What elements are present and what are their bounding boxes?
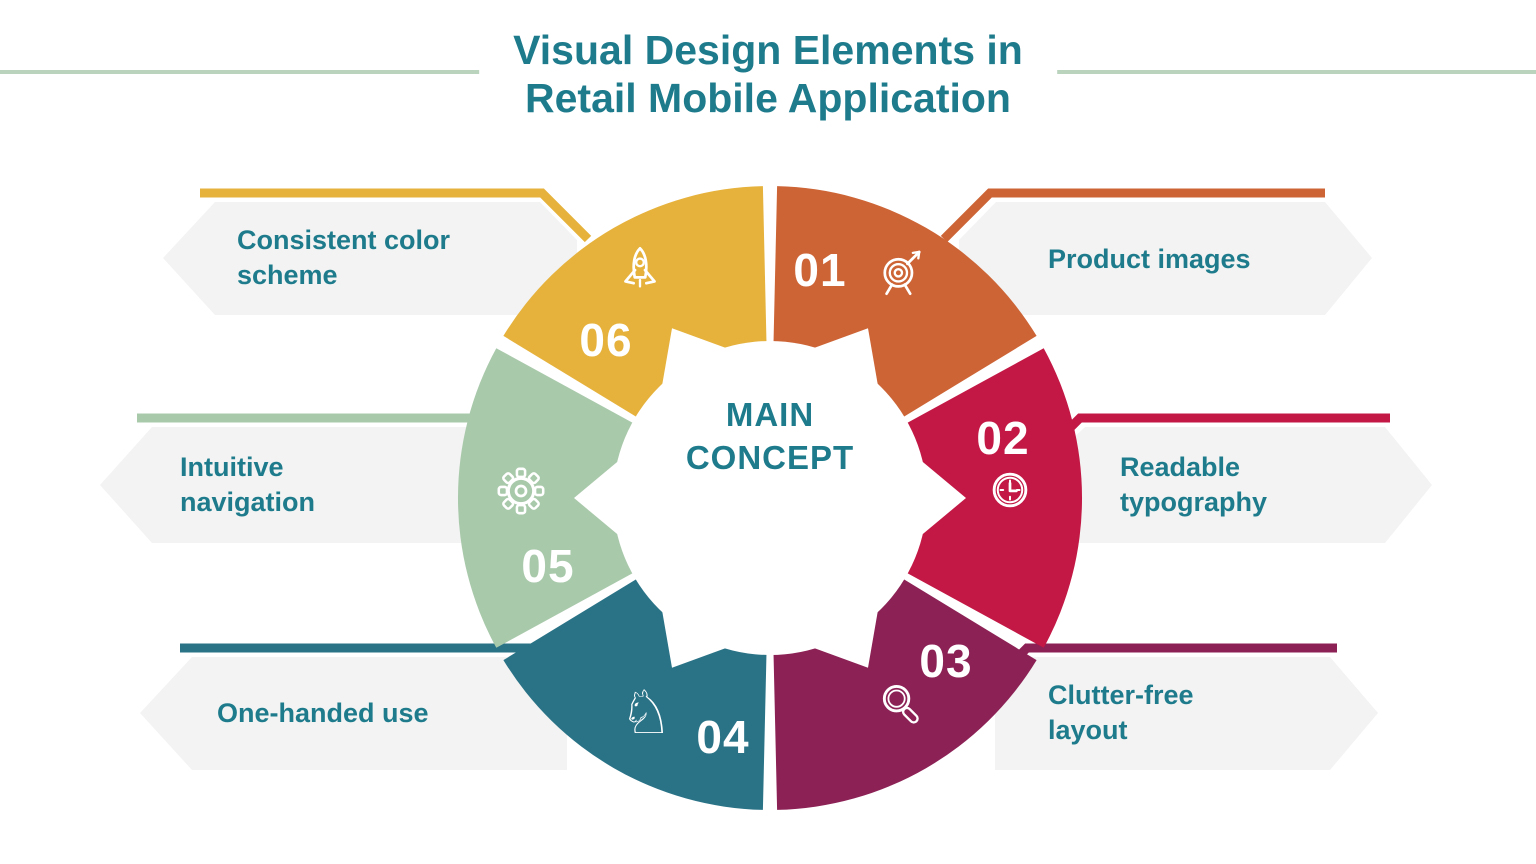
banner-product-images bbox=[959, 202, 1372, 315]
starburst-point-01 bbox=[803, 328, 880, 396]
label-product-images: Product images bbox=[1048, 244, 1251, 274]
target-icon bbox=[873, 242, 931, 300]
wheel-segment-05 bbox=[457, 348, 642, 648]
banner-accent-line-01 bbox=[940, 188, 1325, 243]
starburst-point-03 bbox=[803, 600, 880, 668]
banner-intuitive-navigation bbox=[100, 427, 533, 543]
starburst-point-02 bbox=[913, 454, 966, 542]
segment-number-01: 01 bbox=[793, 244, 847, 296]
page-title-line2: Retail Mobile Application bbox=[525, 75, 1011, 122]
segment-number-04: 04 bbox=[696, 711, 750, 763]
page-title-line1: Visual Design Elements in bbox=[513, 27, 1023, 73]
wheel-segment-02 bbox=[898, 348, 1083, 648]
label-consistent-color-scheme: Consistent color scheme bbox=[237, 225, 451, 290]
segment-number-03: 03 bbox=[919, 635, 973, 687]
page-title: Visual Design Elements in Retail Mobile … bbox=[479, 26, 1057, 123]
banner-one-handed-use bbox=[140, 657, 567, 770]
banners bbox=[100, 188, 1432, 770]
knight-icon: ♘ bbox=[619, 678, 673, 748]
label-clutter-free-layout: Clutter-free layout bbox=[1048, 680, 1194, 745]
gear-icon bbox=[492, 462, 550, 520]
banner-consistent-color-scheme bbox=[163, 202, 577, 315]
main-concept-line2: CONCEPT bbox=[685, 439, 855, 476]
label-readable-typography: Readable typography bbox=[1120, 452, 1268, 517]
banner-readable-typography bbox=[1048, 427, 1432, 543]
starburst-point-04 bbox=[660, 600, 737, 668]
clock-icon bbox=[981, 461, 1039, 519]
center-circle bbox=[613, 341, 927, 655]
starburst-point-06 bbox=[660, 328, 737, 396]
magnifier-icon bbox=[873, 676, 931, 734]
main-concept-label: MAIN CONCEPT bbox=[686, 394, 854, 480]
starburst-point-05 bbox=[574, 454, 627, 542]
banner-accent-line-06 bbox=[200, 188, 592, 243]
label-one-handed-use: One-handed use bbox=[217, 698, 429, 728]
segment-number-06: 06 bbox=[579, 314, 633, 366]
banner-clutter-free-layout bbox=[995, 657, 1378, 770]
segment-number-02: 02 bbox=[976, 412, 1030, 464]
main-concept-line1: MAIN bbox=[725, 396, 815, 434]
segment-wheel bbox=[457, 186, 1083, 810]
label-intuitive-navigation: Intuitive navigation bbox=[180, 452, 316, 517]
segment-number-05: 05 bbox=[521, 540, 575, 592]
rocket-icon bbox=[611, 242, 669, 300]
